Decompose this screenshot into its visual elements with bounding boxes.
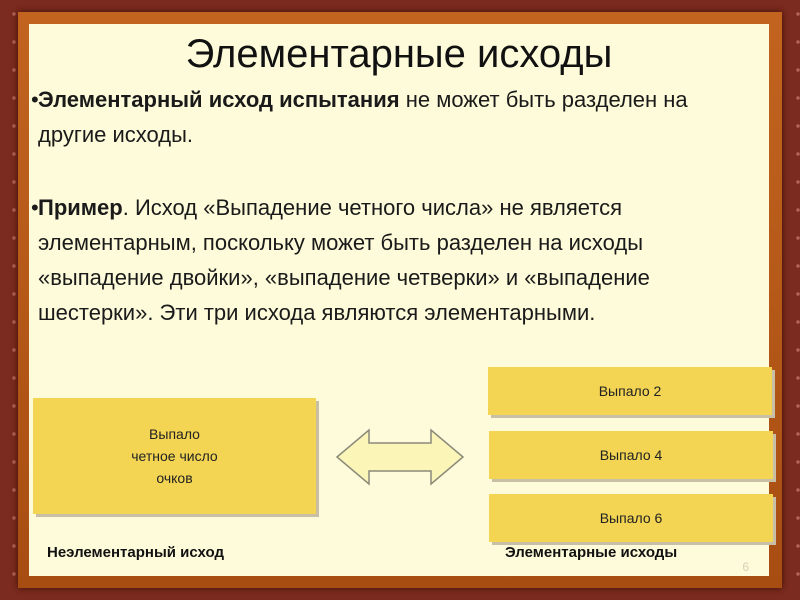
slide-panel: Элементарные исходы • Элементарный исход… <box>29 24 773 576</box>
bullet-definition: • Элементарный исход испытания не может … <box>29 82 759 152</box>
bullet-bold: Элементарный исход испытания <box>38 87 400 112</box>
box-line: четное число <box>131 448 218 464</box>
non-elementary-box: Выпало четное число очков <box>33 398 316 514</box>
box-line: Выпало <box>149 426 200 442</box>
page-number: 6 <box>742 560 749 574</box>
non-elementary-label: Неэлементарный исход <box>47 544 224 561</box>
bullet-text: не может быть разделен на другие исходы. <box>38 87 688 147</box>
bullet-example: • Пример. Исход «Выпадение четного числа… <box>29 190 759 330</box>
bullet-icon: • <box>31 87 39 112</box>
outcome-box-4: Выпало 4 <box>489 431 773 479</box>
outcome-box-2: Выпало 2 <box>488 367 772 415</box>
bullet-icon: • <box>31 195 39 220</box>
bullet-bold: Пример <box>38 195 123 220</box>
box-line: очков <box>156 470 193 486</box>
double-arrow-icon <box>335 428 465 486</box>
slide-title: Элементарные исходы <box>185 32 613 76</box>
elementary-label: Элементарные исходы <box>505 544 678 561</box>
bullet-text: . Исход «Выпадение четного числа» не явл… <box>38 195 650 325</box>
outcome-box-6: Выпало 6 <box>489 494 773 542</box>
